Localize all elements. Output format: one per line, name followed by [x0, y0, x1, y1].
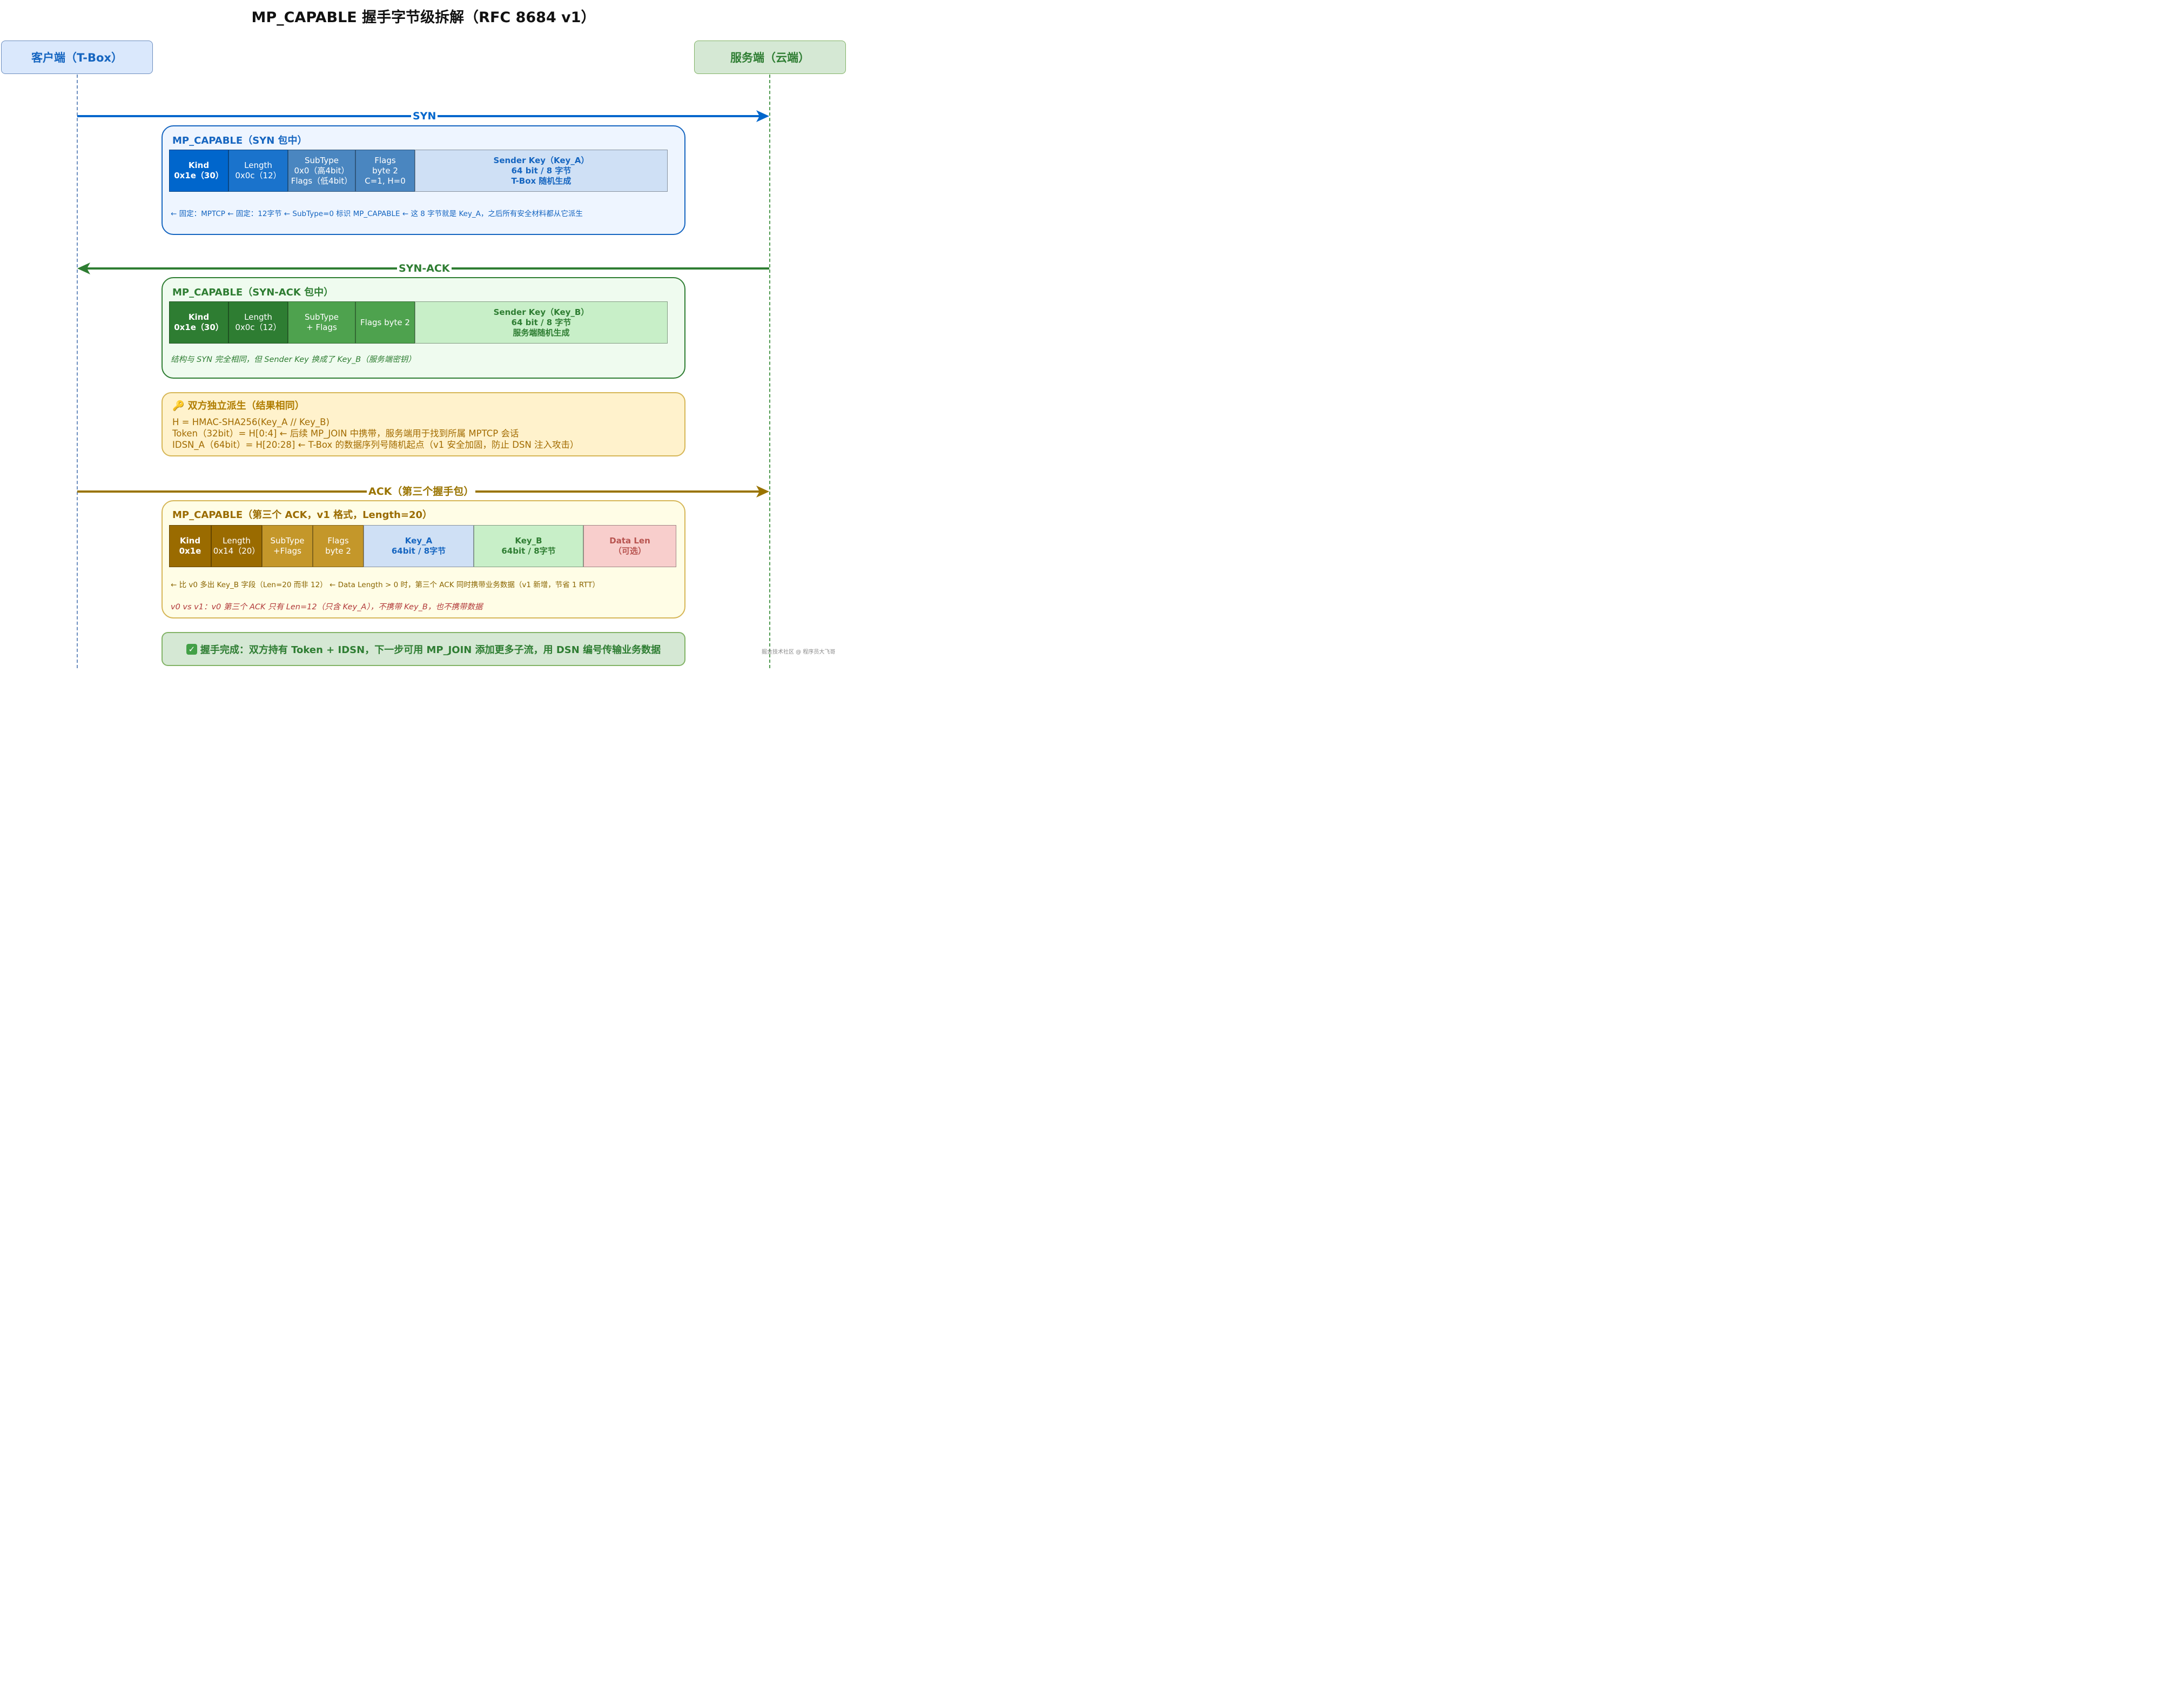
diagram-canvas: MP_CAPABLE 握手字节级拆解（RFC 8684 v1） 客户端（T-Bo… [0, 0, 847, 668]
lifeline-client [77, 75, 78, 668]
derive-panel-title: 🔑 双方独立派生（结果相同） [172, 400, 305, 412]
byte-field-line: Length [223, 536, 251, 546]
derive-line-idsn: IDSN_A（64bit）= H[20:28] ← T-Box 的数据序列号随机… [172, 440, 579, 450]
handshake-done-banner: ✓握手完成：双方持有 Token + IDSN，下一步可用 MP_JOIN 添加… [162, 632, 685, 666]
byte-field-line: Length [244, 160, 272, 170]
synack-arrowhead [77, 263, 90, 274]
byte-field-line: 0x1e（30） [174, 322, 224, 332]
byte-field-line: 0x0（高4bit） [294, 165, 349, 176]
byte-field-line: Flags [327, 536, 349, 546]
actor-server: 服务端（云端） [694, 41, 846, 74]
byte-field-line: SubType [304, 312, 339, 322]
byte-field-line: Length [244, 312, 272, 322]
check-icon: ✓ [186, 643, 197, 655]
ack-panel-note: ← 比 v0 多出 Key_B 字段（Len=20 而非 12） ← Data … [171, 581, 600, 589]
byte-field-line: 0x0c（12） [235, 322, 281, 332]
byte-field-line: 0x0c（12） [235, 171, 281, 180]
actor-client: 客户端（T-Box） [1, 41, 153, 74]
byte-field-line: T-Box 随机生成 [511, 176, 571, 186]
byte-field-line: 64bit / 8字节 [501, 546, 556, 556]
derive-panel: 🔑 双方独立派生（结果相同） H = HMAC-SHA256(Key_A // … [162, 392, 685, 456]
byte-field: SubType+Flags [262, 525, 313, 567]
byte-field: SubType+ Flags [288, 301, 355, 344]
byte-field-line: Data Len [609, 536, 650, 546]
page-title: MP_CAPABLE 握手字节级拆解（RFC 8684 v1） [251, 9, 596, 26]
byte-field: Data Len（可选） [583, 525, 676, 567]
byte-field: Sender Key（Key_B）64 bit / 8 字节服务端随机生成 [415, 301, 668, 344]
ack-panel-title: MP_CAPABLE（第三个 ACK，v1 格式，Length=20） [172, 509, 433, 521]
derive-line-token: Token（32bit）= H[0:4] ← 后续 MP_JOIN 中携带，服务… [172, 428, 519, 439]
byte-field-line: Kind [188, 312, 210, 322]
byte-field-line: C=1, H=0 [365, 176, 406, 186]
byte-field-line: Key_B [515, 536, 542, 546]
syn-arrowhead [756, 110, 769, 122]
byte-field-line: byte 2 [325, 546, 351, 556]
derive-line-hmac: H = HMAC-SHA256(Key_A // Key_B) [172, 417, 330, 427]
synack-panel-title: MP_CAPABLE（SYN-ACK 包中） [172, 287, 334, 298]
ack-arrowhead [756, 486, 769, 497]
syn-label: SYN [411, 110, 438, 122]
byte-field-line: Sender Key（Key_A） [493, 155, 589, 165]
lifeline-server [769, 75, 770, 668]
byte-field-line: Key_A [405, 536, 433, 546]
byte-field-line: Kind [188, 160, 210, 170]
synack-label: SYN-ACK [397, 263, 452, 274]
byte-field-line: 64 bit / 8 字节 [511, 165, 571, 176]
ack-panel-note-v0-v1: v0 vs v1：v0 第三个 ACK 只有 Len=12（只含 Key_A），… [171, 603, 483, 611]
byte-field-line: +Flags [273, 546, 301, 556]
byte-field-line: Flags（低4bit） [291, 176, 353, 186]
byte-field-line: Flags [374, 155, 396, 165]
synack-panel-note: 结构与 SYN 完全相同，但 Sender Key 换成了 Key_B（服务端密… [171, 355, 416, 364]
byte-field-line: + Flags [306, 322, 337, 332]
done-text: 握手完成：双方持有 Token + IDSN，下一步可用 MP_JOIN 添加更… [200, 644, 661, 656]
byte-field-line: Kind [179, 536, 201, 546]
byte-field-line: Flags byte 2 [360, 317, 410, 327]
byte-field: Flags byte 2 [355, 301, 415, 344]
byte-field-line: SubType [304, 155, 339, 165]
byte-field-line: 64 bit / 8 字节 [511, 317, 571, 327]
watermark: 掘金技术社区 @ 程序员大飞哥 [762, 649, 836, 655]
ack-label: ACK（第三个握手包） [367, 486, 476, 497]
byte-field-line: 64bit / 8字节 [391, 546, 446, 556]
syn-panel-note: ← 固定：MPTCP ← 固定：12字节 ← SubType=0 标识 MP_C… [171, 210, 583, 218]
byte-field-line: SubType [270, 536, 305, 546]
byte-field-line: （可选） [613, 546, 646, 556]
byte-field-line: 0x14（20） [213, 546, 260, 556]
byte-field-line: 0x1e [179, 546, 201, 556]
ack-option-panel: MP_CAPABLE（第三个 ACK，v1 格式，Length=20） Kind… [162, 500, 685, 618]
byte-field-line: Sender Key（Key_B） [493, 307, 589, 317]
syn-panel-title: MP_CAPABLE（SYN 包中） [172, 135, 307, 146]
byte-field-line: 服务端随机生成 [513, 327, 570, 338]
byte-field-line: 0x1e（30） [174, 171, 224, 180]
byte-field-line: byte 2 [372, 165, 398, 176]
